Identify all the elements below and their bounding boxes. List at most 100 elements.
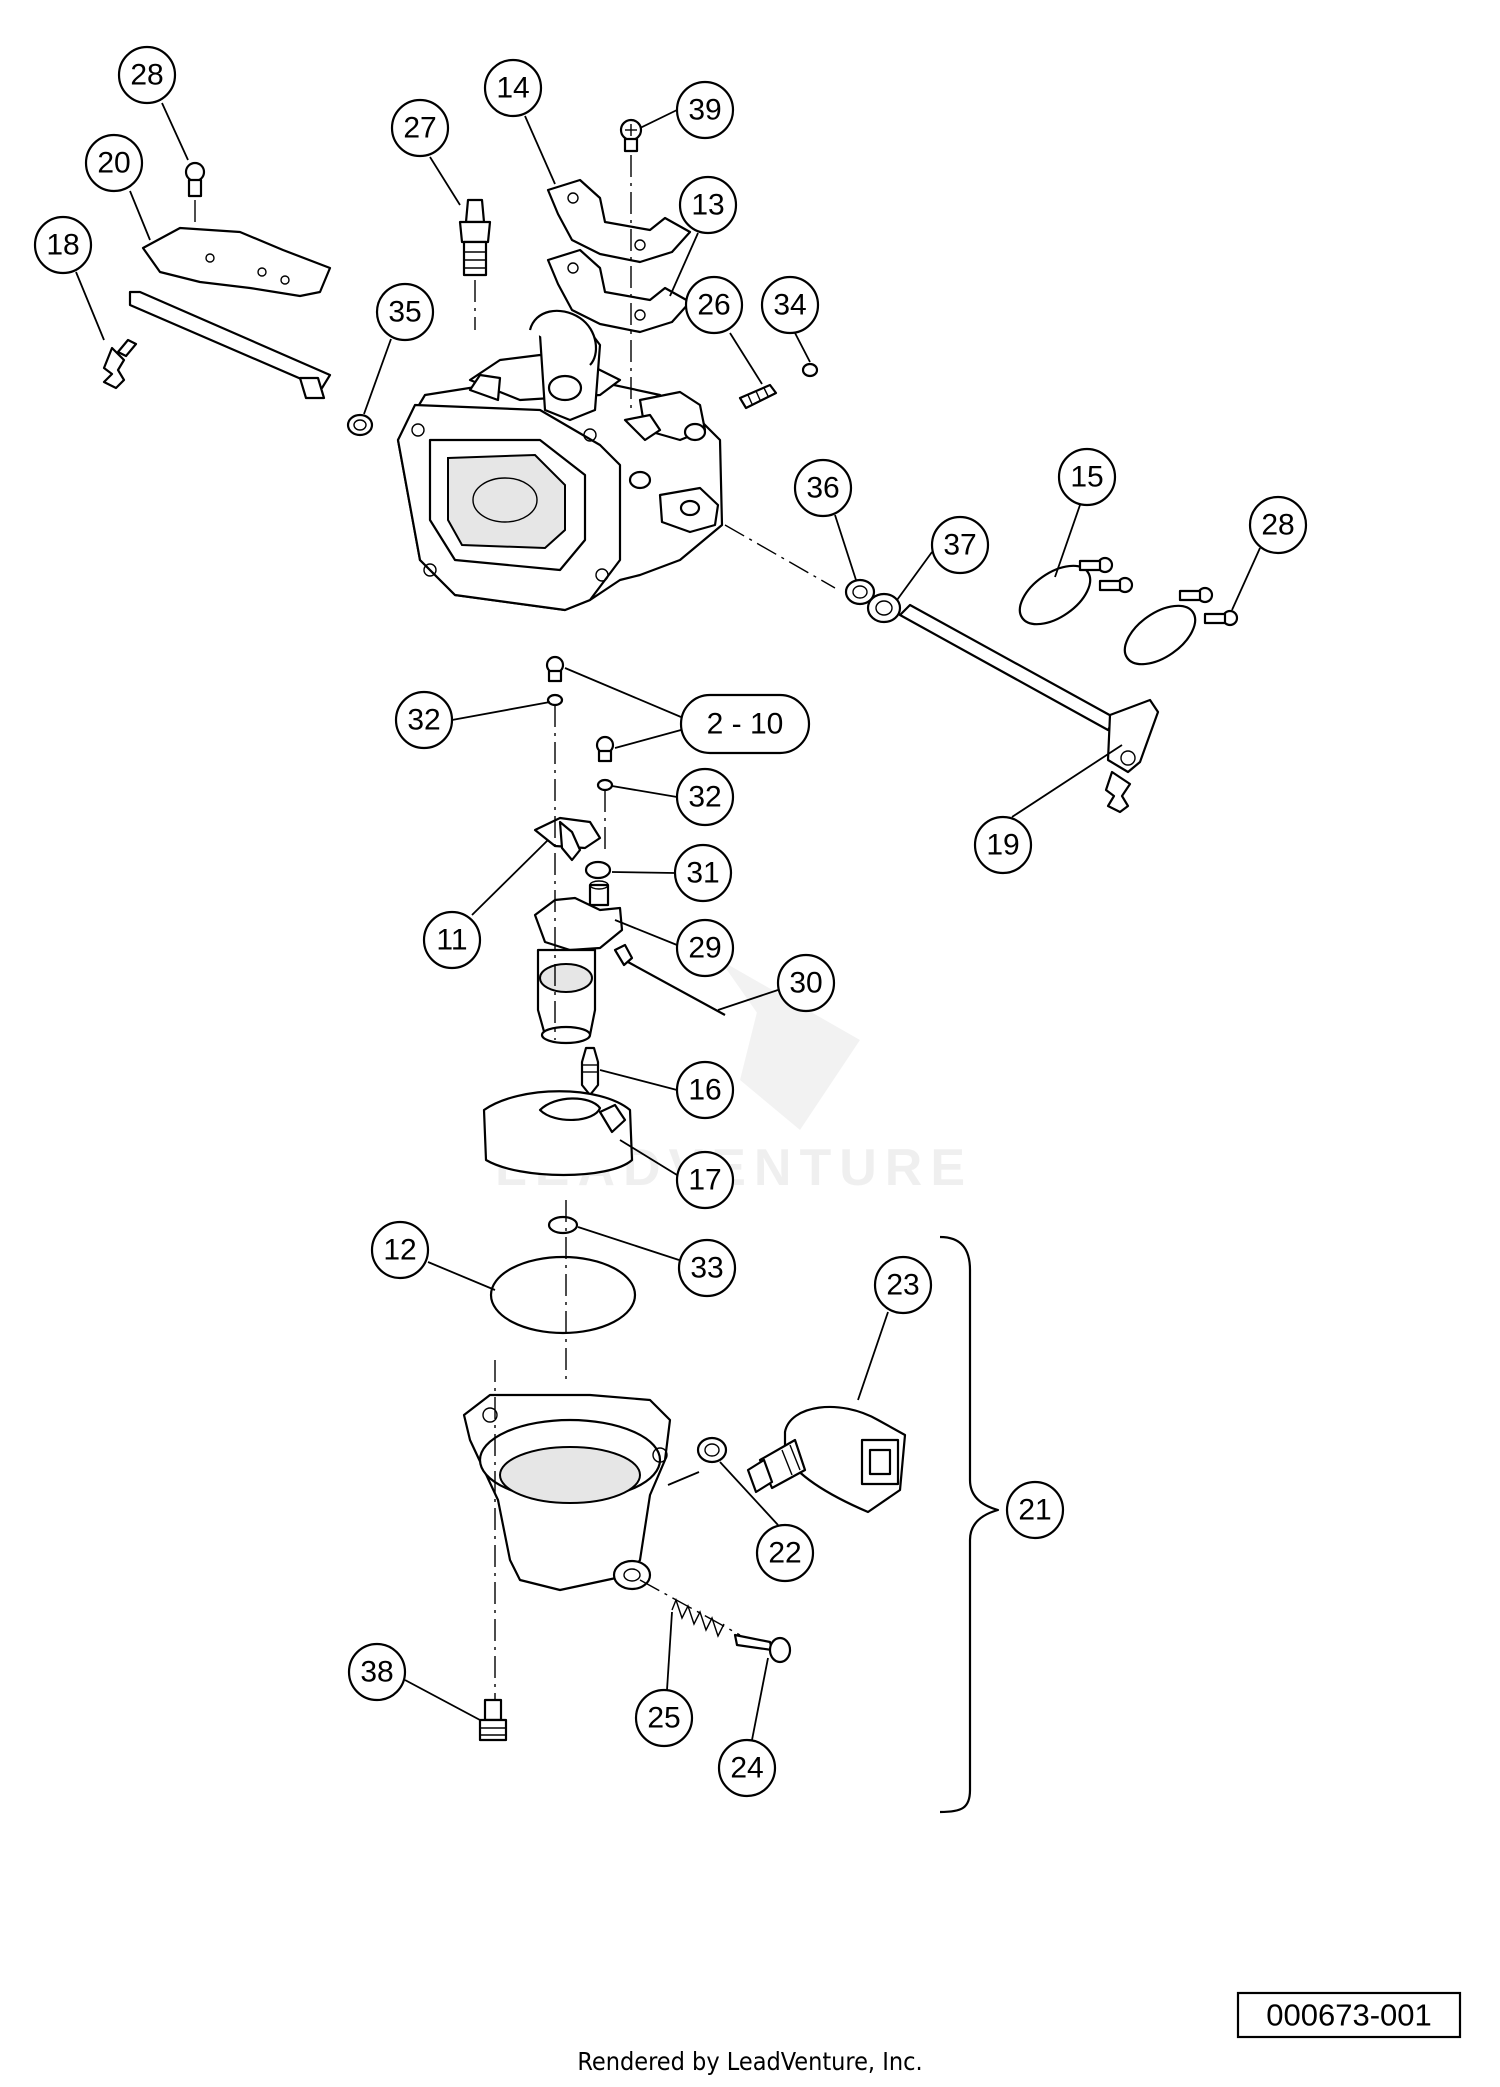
float-bowl [462,1393,672,1592]
callout-circle [390,98,450,158]
leader-lines [75,102,1261,1741]
callout-circle [1005,1480,1065,1540]
callout-number: 32 [407,704,440,737]
callout-20[interactable]: 20 [84,133,144,193]
callout-circle [634,1688,694,1748]
callout-19[interactable]: 19 [973,815,1033,875]
callout-12[interactable]: 12 [370,1220,430,1280]
callout-circle [422,910,482,970]
callout-16[interactable]: 16 [675,1060,735,1120]
callout-circle [347,1642,407,1702]
callout-25[interactable]: 25 [634,1688,694,1748]
callout-28[interactable]: 28 [117,45,177,105]
callout-number: 21 [1018,1494,1051,1527]
callout-32[interactable]: 32 [394,690,454,750]
callout-layer: 28 20 18 27 14 39 13 35 26 34 36 37 15 28 32 32 19 31 11 29… [33,45,1308,1798]
callout-37[interactable]: 37 [930,515,990,575]
callout-28[interactable]: 28 [1248,495,1308,555]
center-axes [194,155,836,1700]
callout-circle [483,58,543,118]
callout-number: 14 [496,72,529,105]
callout-36[interactable]: 36 [793,458,853,518]
callout-circle [755,1523,815,1583]
callout-circle [675,767,735,827]
drawing-number-box: 000673-001 [1236,1991,1462,2039]
callout-27[interactable]: 27 [390,98,450,158]
callout-number: 11 [436,924,467,957]
callout-kit-2-10[interactable]: 2 - 10 [679,693,811,755]
callout-number: 31 [686,857,719,890]
pilot-jet-27 [458,198,492,277]
plate-screws [1078,556,1239,627]
callout-35[interactable]: 35 [375,282,435,342]
callout-23[interactable]: 23 [873,1255,933,1315]
callout-21[interactable]: 21 [1005,1480,1065,1540]
callout-number: 25 [647,1702,680,1735]
callout-number: 32 [688,781,721,814]
callout-circle [675,80,735,140]
callout-number: 16 [688,1074,721,1107]
callout-22[interactable]: 22 [755,1523,815,1583]
callout-circle [117,45,177,105]
callout-number: 38 [360,1656,393,1689]
callout-26[interactable]: 26 [684,275,744,335]
callout-14[interactable]: 14 [483,58,543,118]
callout-39[interactable]: 39 [675,80,735,140]
callout-number: 23 [886,1269,919,1302]
callout-number: 33 [690,1252,723,1285]
callout-number: 15 [1070,461,1103,494]
carburetor-body [396,309,724,612]
callout-11[interactable]: 11 [422,910,482,970]
callout-29[interactable]: 29 [675,918,735,978]
callout-number: 28 [130,59,163,92]
callout-number: 20 [97,147,130,180]
callout-circle [973,815,1033,875]
callout-circle [370,1220,430,1280]
part-artwork [102,118,1239,1742]
callout-number: 37 [943,529,976,562]
callout-number: 30 [789,967,822,1000]
callout-circle [684,275,744,335]
callout-circle [84,133,144,193]
callout-number: 13 [691,189,724,222]
callout-33[interactable]: 33 [677,1238,737,1298]
callout-circle [793,458,853,518]
callout-circle [776,953,836,1013]
callout-32[interactable]: 32 [675,767,735,827]
callout-38[interactable]: 38 [347,1642,407,1702]
callout-31[interactable]: 31 [673,843,733,903]
callout-17[interactable]: 17 [675,1150,735,1210]
footer-credit: Rendered by LeadVenture, Inc. [577,2047,922,2076]
callout-circle [675,918,735,978]
callout-number: 24 [730,1752,763,1785]
callout-circle [1248,495,1308,555]
callout-13[interactable]: 13 [678,175,738,235]
callout-number: 18 [46,229,79,262]
callout-circle [873,1255,933,1315]
callout-number: 36 [806,472,839,505]
jet-screws [545,655,615,792]
callout-18[interactable]: 18 [33,215,93,275]
callout-30[interactable]: 30 [776,953,836,1013]
screw-28-top [184,161,206,198]
group-bracket-21 [939,1235,1000,1814]
fuel-solenoid-23 [746,1405,907,1514]
callout-24[interactable]: 24 [717,1738,777,1798]
callout-number: 19 [986,829,1019,862]
callout-circle [930,515,990,575]
drawing-number: 000673-001 [1266,1998,1432,2033]
callout-circle [1057,447,1117,507]
callout-34[interactable]: 34 [760,275,820,335]
spring-25 [671,1597,725,1638]
callout-number: 35 [388,296,421,329]
callout-circle [717,1738,777,1798]
callout-circle [375,282,435,342]
callout-circle [33,215,93,275]
callout-kit-label: 2 - 10 [707,708,784,741]
callout-circle [675,1150,735,1210]
callout-15[interactable]: 15 [1057,447,1117,507]
callout-circle [394,690,454,750]
callout-number: 27 [403,112,436,145]
callout-number: 17 [688,1164,721,1197]
